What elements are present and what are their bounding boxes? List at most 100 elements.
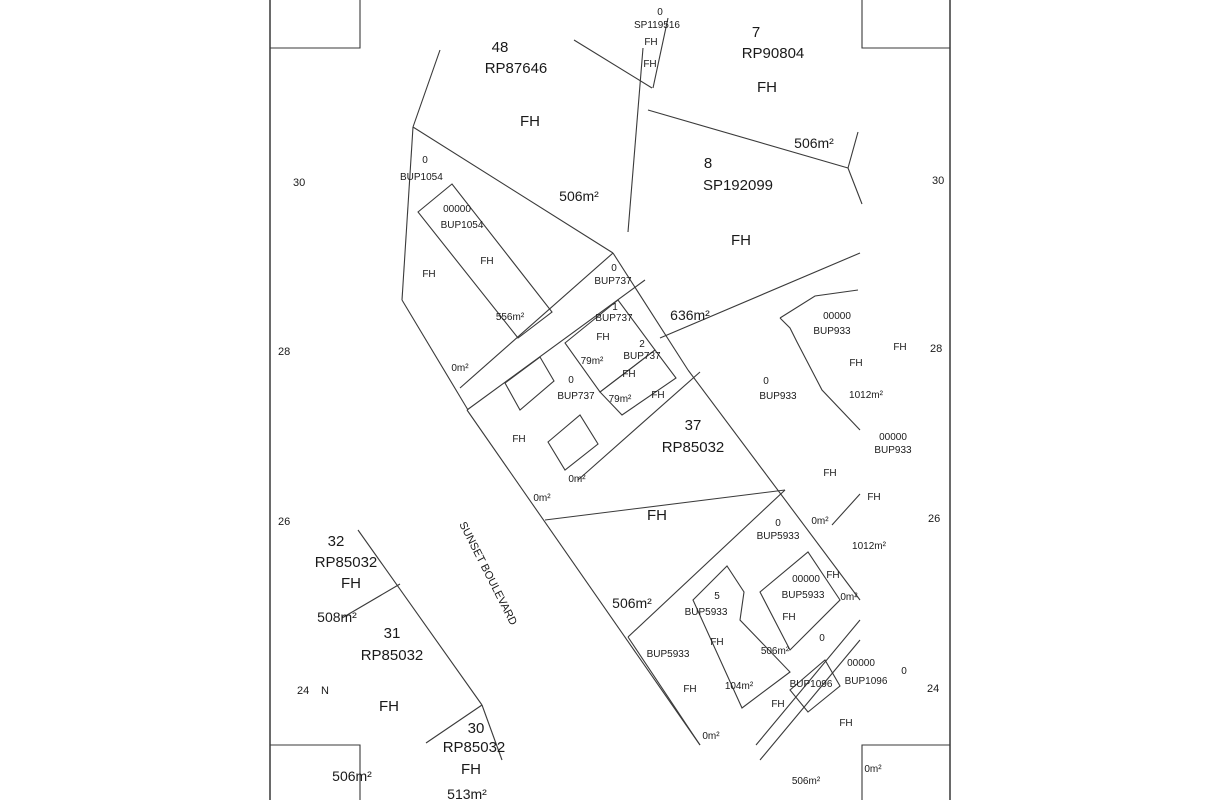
lot-8-line-3: FH bbox=[731, 232, 751, 249]
lot-37-line-1: 37 bbox=[685, 417, 702, 434]
unit-label: 0m² bbox=[533, 493, 551, 504]
road-name: SUNSET BOULEVARD bbox=[456, 520, 519, 628]
lot-48-line-3: FH bbox=[520, 113, 540, 130]
unit-label: BUP5933 bbox=[685, 607, 728, 618]
unit-label: BUP737 bbox=[623, 351, 661, 362]
grid-markers: 30 30 28 28 26 26 24 24 N bbox=[278, 175, 944, 697]
unit-label: 2 bbox=[639, 339, 645, 350]
lot-31-line-1: 31 bbox=[384, 625, 401, 642]
lot-8-line-2: SP192099 bbox=[703, 177, 773, 194]
unit-label: 0 bbox=[775, 518, 781, 529]
unit-label: 79m² bbox=[581, 356, 604, 367]
unit-label: FH bbox=[512, 434, 525, 445]
unit-label: BUP737 bbox=[594, 276, 632, 287]
unit-label: 0m² bbox=[702, 731, 720, 742]
unit-label: FH bbox=[644, 37, 657, 48]
lot-48-line-2: RP87646 bbox=[485, 60, 548, 77]
lot-32-line-1: 32 bbox=[328, 533, 345, 550]
unit-label: FH bbox=[782, 612, 795, 623]
grid-label: 24 bbox=[297, 685, 309, 697]
unit-label: BUP1096 bbox=[845, 676, 888, 687]
unit-label: 0m² bbox=[864, 764, 882, 775]
unit-label: 0m² bbox=[840, 592, 858, 603]
lot-label-7: 7 RP90804 FH bbox=[742, 24, 805, 96]
unit-label: 0m² bbox=[451, 363, 469, 374]
unit-label: 0 bbox=[901, 666, 907, 677]
lot-31-line-3: FH bbox=[379, 698, 399, 715]
unit-label: 1012m² bbox=[852, 541, 887, 552]
unit-label: SP119516 bbox=[634, 20, 680, 31]
unit-label: BUP737 bbox=[557, 391, 595, 402]
unit-label: BUP5933 bbox=[782, 590, 825, 601]
unit-label: 00000 bbox=[792, 574, 820, 585]
unit-label: 00000 bbox=[443, 204, 471, 215]
unit-labels: 0 BUP1054 00000 BUP1054 FH FH 556m² 0m² … bbox=[400, 7, 912, 787]
area-label: 506m² bbox=[332, 768, 372, 784]
unit-label: FH bbox=[651, 390, 664, 401]
lot-7-line-3: FH bbox=[757, 79, 777, 96]
parcel-boundaries bbox=[341, 17, 863, 761]
grid-label: 26 bbox=[928, 513, 940, 525]
unit-label: FH bbox=[867, 492, 880, 503]
unit-label: FH bbox=[849, 358, 862, 369]
unit-label: 79m² bbox=[609, 394, 632, 405]
unit-label: BUP1054 bbox=[441, 220, 484, 231]
lot-30-line-1: 30 bbox=[468, 720, 485, 737]
unit-label: FH bbox=[823, 468, 836, 479]
unit-label: 0 bbox=[422, 155, 428, 166]
road-label: SUNSET BOULEVARD bbox=[456, 520, 519, 628]
unit-label: FH bbox=[839, 718, 852, 729]
unit-label: FH bbox=[622, 369, 635, 380]
unit-label: 00000 bbox=[847, 658, 875, 669]
area-label: 636m² bbox=[670, 307, 710, 323]
lot-label-48: 48 RP87646 FH bbox=[485, 39, 548, 130]
lot-30-line-2: RP85032 bbox=[443, 739, 506, 756]
unit-label: 104m² bbox=[725, 681, 754, 692]
unit-label: FH bbox=[422, 269, 435, 280]
unit-label: 5 bbox=[714, 591, 720, 602]
unit-label: 506m² bbox=[761, 646, 790, 657]
grid-label: 30 bbox=[932, 175, 944, 187]
grid-label: 30 bbox=[293, 177, 305, 189]
grid-label: N bbox=[321, 685, 329, 697]
unit-label: BUP1096 bbox=[790, 679, 833, 690]
lot-30-line-3: FH bbox=[461, 761, 481, 778]
lot-label-31: 31 RP85032 FH bbox=[361, 625, 424, 715]
unit-label: FH bbox=[683, 684, 696, 695]
lot-label-30: 30 RP85032 FH bbox=[443, 720, 506, 778]
unit-label: BUP737 bbox=[595, 313, 633, 324]
lot-31-line-2: RP85032 bbox=[361, 647, 424, 664]
unit-label: 0 bbox=[611, 263, 617, 274]
unit-label: BUP933 bbox=[759, 391, 797, 402]
area-labels: 506m² 506m² 636m² 506m² 508m² 506m² 513m… bbox=[317, 135, 834, 800]
unit-label: 1 bbox=[612, 302, 618, 313]
unit-label: 0 bbox=[763, 376, 769, 387]
lot-7-line-2: RP90804 bbox=[742, 45, 805, 62]
area-label: 506m² bbox=[794, 135, 834, 151]
unit-label: 506m² bbox=[792, 776, 821, 787]
unit-label: FH bbox=[710, 637, 723, 648]
lot-37-line-3: FH bbox=[647, 507, 667, 524]
lot-label-37: 37 RP85032 FH bbox=[647, 417, 724, 524]
unit-label: BUP5933 bbox=[647, 649, 690, 660]
unit-label: BUP5933 bbox=[757, 531, 800, 542]
lot-48-line-1: 48 bbox=[492, 39, 509, 56]
unit-label: FH bbox=[596, 332, 609, 343]
unit-label: 1012m² bbox=[849, 390, 884, 401]
lot-7-line-1: 7 bbox=[752, 24, 760, 41]
grid-label: 28 bbox=[930, 343, 942, 355]
unit-label: BUP1054 bbox=[400, 172, 443, 183]
unit-label: 556m² bbox=[496, 312, 525, 323]
unit-label: 00000 bbox=[823, 311, 851, 322]
unit-label: 00000 bbox=[879, 432, 907, 443]
unit-label: FH bbox=[771, 699, 784, 710]
area-label: 508m² bbox=[317, 609, 357, 625]
grid-label: 28 bbox=[278, 346, 290, 358]
unit-label: 0m² bbox=[811, 516, 829, 527]
lot-37-line-2: RP85032 bbox=[662, 439, 725, 456]
lot-label-32: 32 RP85032 FH bbox=[315, 533, 378, 592]
map-frame bbox=[269, 0, 951, 800]
unit-label: BUP933 bbox=[813, 326, 851, 337]
unit-label: BUP933 bbox=[874, 445, 912, 456]
